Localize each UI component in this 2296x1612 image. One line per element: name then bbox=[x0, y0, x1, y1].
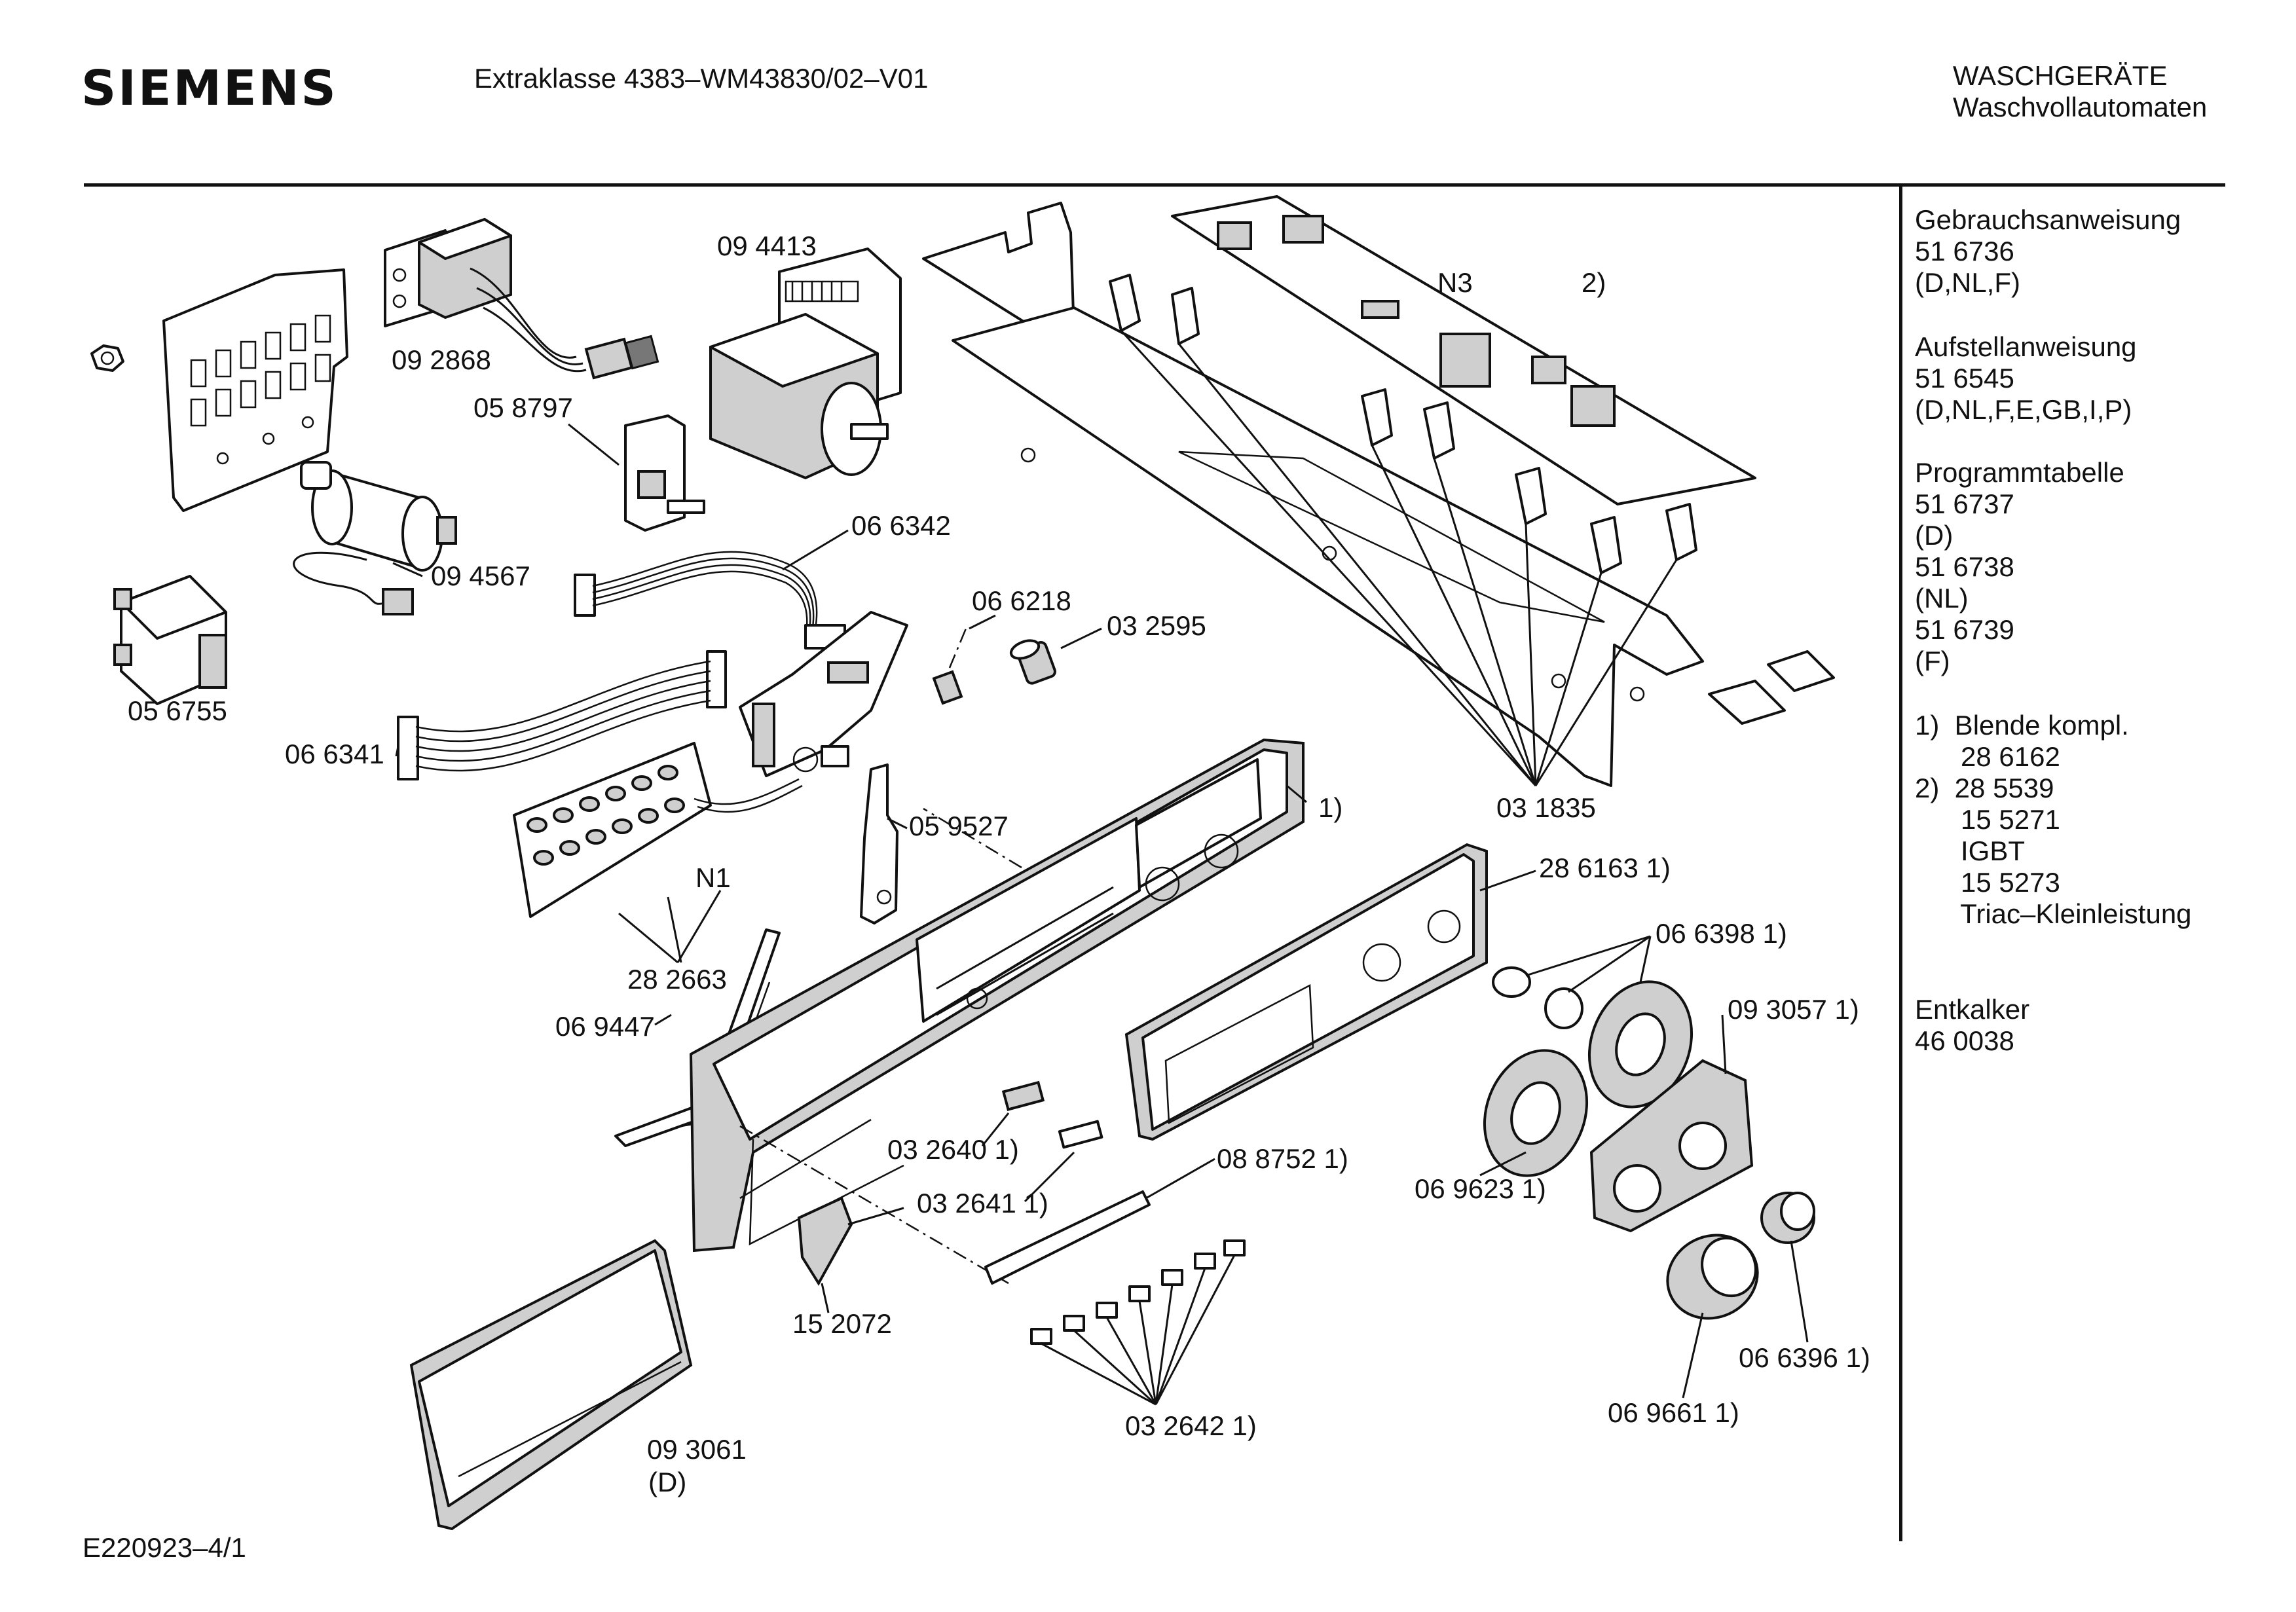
label-066396: 06 6396 1) bbox=[1739, 1342, 1870, 1373]
sidebar-line: 28 6162 bbox=[1915, 741, 2060, 772]
part-069661-drawing bbox=[1666, 1234, 1759, 1320]
sidebar-line: 46 0038 bbox=[1915, 1025, 2014, 1056]
mounting-bracket-drawing bbox=[90, 268, 348, 512]
part-066341-drawing bbox=[397, 650, 727, 780]
sidebar-line: 51 6736 bbox=[1915, 236, 2014, 266]
label-069661: 06 9661 1) bbox=[1608, 1397, 1739, 1428]
part-066218-drawing bbox=[932, 628, 967, 705]
part-066396-drawing bbox=[1760, 1192, 1815, 1244]
part-032640-drawing bbox=[1001, 1080, 1103, 1149]
part-032595-drawing bbox=[1009, 639, 1056, 685]
label-2: 2) bbox=[1582, 267, 1606, 298]
drawing-code: E220923–4/1 bbox=[83, 1532, 246, 1563]
sidebar-block-program-table: Programmtabelle 51 6737 (D) 51 6738 (NL)… bbox=[1915, 457, 2124, 677]
part-094413-drawing bbox=[709, 247, 902, 480]
label-058797: 05 8797 bbox=[473, 392, 573, 423]
sidebar-divider bbox=[1899, 186, 1902, 1541]
label-066342: 06 6342 bbox=[851, 510, 951, 541]
category-line-2: Waschvollautomaten bbox=[1953, 92, 2208, 122]
label-088752: 08 8752 1) bbox=[1217, 1143, 1348, 1174]
sidebar-line: 2) 28 5539 bbox=[1915, 773, 2054, 803]
sidebar-line: Aufstellanweisung bbox=[1915, 331, 2137, 362]
part-093057-drawing bbox=[1589, 1059, 1754, 1233]
label-094567: 09 4567 bbox=[431, 560, 530, 591]
part-066398-drawing bbox=[1492, 966, 1583, 1029]
leader-lines bbox=[392, 423, 1809, 1399]
sidebar-line: Triac–Kleinleistung bbox=[1915, 898, 2192, 929]
sidebar-block-notes: 1) Blende kompl. 28 6162 2) 28 5539 15 5… bbox=[1915, 710, 2192, 930]
part-286163-drawing bbox=[1124, 843, 1488, 1141]
label-093057: 09 3057 1) bbox=[1728, 994, 1859, 1025]
part-093061-drawing bbox=[409, 1239, 693, 1531]
label-032641: 03 2641 1) bbox=[917, 1188, 1048, 1218]
label-282663: 28 2663 bbox=[627, 964, 727, 995]
sidebar-line: 1) Blende kompl. bbox=[1915, 710, 2129, 741]
part-056755-drawing bbox=[113, 575, 227, 705]
part-blende-drawing bbox=[689, 738, 1305, 1285]
sidebar-line: (F) bbox=[1915, 646, 1950, 676]
part-059527-drawing bbox=[860, 763, 898, 925]
sidebar-line: (NL) bbox=[1915, 583, 1969, 614]
part-N3-drawing bbox=[922, 195, 1835, 787]
label-286163: 28 6163 1) bbox=[1539, 852, 1671, 883]
sidebar-line: (D) bbox=[1915, 520, 1953, 551]
label-093061-variant: (D) bbox=[648, 1467, 686, 1497]
brand-logo: SIEMENS bbox=[81, 60, 338, 117]
sidebar-line: Gebrauchsanweisung bbox=[1915, 204, 2181, 235]
part-094567-drawing bbox=[293, 461, 457, 615]
category-label: WASCHGERÄTE Waschvollautomaten bbox=[1953, 60, 2207, 123]
label-032640: 03 2640 1) bbox=[887, 1134, 1019, 1165]
sidebar-block-installation: Aufstellanweisung 51 6545 (D,NL,F,E,GB,I… bbox=[1915, 331, 2137, 426]
label-066341: 06 6341 bbox=[285, 739, 384, 769]
label-066398: 06 6398 1) bbox=[1656, 918, 1787, 949]
category-line-1: WASCHGERÄTE bbox=[1953, 60, 2168, 91]
part-066342-drawing bbox=[574, 551, 846, 650]
model-title: Extraklasse 4383–WM43830/02–V01 bbox=[474, 63, 929, 94]
label-059527: 05 9527 bbox=[909, 811, 1009, 841]
part-088752-drawing bbox=[984, 1190, 1151, 1285]
sidebar-line: IGBT bbox=[1915, 835, 2026, 866]
label-N3: N3 bbox=[1437, 267, 1473, 298]
sidebar-line: 15 5271 bbox=[1915, 804, 2060, 835]
part-058797-drawing bbox=[624, 414, 705, 532]
sidebar-line: (D,NL,F,E,GB,I,P) bbox=[1915, 394, 2132, 425]
sidebar-line: 51 6739 bbox=[1915, 614, 2014, 645]
part-032642-drawing bbox=[1030, 1239, 1246, 1406]
sidebar-line: 51 6738 bbox=[1915, 551, 2014, 582]
part-031835-drawing bbox=[1109, 274, 1697, 787]
label-069447: 06 9447 bbox=[555, 1011, 655, 1042]
part-N1-drawing bbox=[513, 611, 908, 918]
part-labels: 09 2868 09 4413 05 8797 09 4567 06 6342 … bbox=[128, 230, 1870, 1497]
sidebar-block-descaler: Entkalker 46 0038 bbox=[1915, 994, 2029, 1057]
sidebar-line: Entkalker bbox=[1915, 994, 2030, 1025]
part-092868-drawing bbox=[384, 217, 659, 380]
sidebar-line: (D,NL,F) bbox=[1915, 267, 2020, 298]
part-069623-drawing bbox=[1483, 980, 1694, 1177]
label-092868: 09 2868 bbox=[392, 344, 491, 375]
sidebar-block-manual: Gebrauchsanweisung 51 6736 (D,NL,F) bbox=[1915, 204, 2181, 299]
label-066218: 06 6218 bbox=[972, 585, 1071, 616]
label-N1: N1 bbox=[695, 862, 731, 893]
header-divider bbox=[84, 183, 2225, 187]
label-032595: 03 2595 bbox=[1107, 610, 1206, 641]
label-152072: 15 2072 bbox=[792, 1308, 892, 1339]
sidebar-line: 51 6737 bbox=[1915, 488, 2014, 519]
label-031835: 03 1835 bbox=[1496, 792, 1596, 823]
label-069623: 06 9623 1) bbox=[1415, 1173, 1546, 1204]
label-093061: 09 3061 bbox=[647, 1434, 747, 1465]
sidebar-line: 15 5273 bbox=[1915, 867, 2060, 898]
label-094413: 09 4413 bbox=[717, 230, 817, 261]
label-032642: 03 2642 1) bbox=[1125, 1410, 1257, 1441]
sidebar-line: Programmtabelle bbox=[1915, 457, 2124, 488]
label-1: 1) bbox=[1318, 792, 1342, 823]
part-152072-drawing bbox=[797, 1196, 853, 1286]
sidebar-line: 51 6545 bbox=[1915, 363, 2014, 394]
label-056755: 05 6755 bbox=[128, 695, 227, 726]
